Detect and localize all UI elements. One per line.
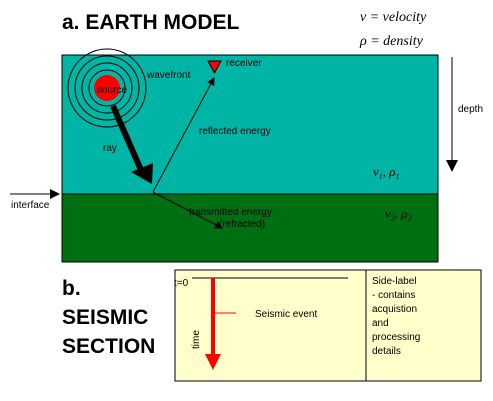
layer-2-properties: v2, ρ2 [385, 206, 412, 223]
interface-arrowhead-icon [50, 189, 60, 199]
source-label: source [97, 85, 127, 96]
section-title-line-3: SECTION [62, 335, 155, 358]
receiver-icon [207, 60, 222, 75]
ray-line [110, 104, 144, 172]
layer-1 [61, 54, 439, 195]
depth-arrowhead-icon [446, 160, 458, 172]
velocity-legend: v = velocity [360, 10, 427, 25]
layer-2 [61, 193, 439, 263]
ray-arrowhead-icon [131, 163, 153, 184]
seismic-event-label: Seismic event [255, 309, 317, 320]
wavefront-label: wavefront [146, 70, 191, 81]
reflected-label: reflected energy [199, 126, 271, 137]
section-title-line-2: SEISMIC [62, 306, 148, 329]
depth-label: depth [458, 104, 483, 115]
section-title-line-1: b. [62, 277, 81, 300]
wavefront-circles [67, 48, 147, 128]
interface-label: interface [11, 200, 50, 211]
t0-label: t=0 [174, 278, 189, 289]
source-icon [94, 75, 120, 101]
seismic-section-panel [174, 269, 482, 382]
transmitted-ray [152, 191, 223, 229]
receiver-label: receiver [226, 58, 262, 69]
transmitted-label: transmitted energy(refracted) [189, 207, 272, 230]
time-label: time [191, 330, 202, 349]
density-legend: ρ = density [359, 34, 424, 49]
reflected-ray [152, 77, 215, 193]
earth-model-title: a. EARTH MODEL [62, 11, 240, 34]
time-arrowhead-icon [205, 354, 221, 370]
ray-label: ray [103, 143, 117, 154]
side-label-text: Side-label - contains acquistion and pro… [372, 276, 423, 357]
layer-1-properties: v1, ρ1 [373, 164, 400, 181]
